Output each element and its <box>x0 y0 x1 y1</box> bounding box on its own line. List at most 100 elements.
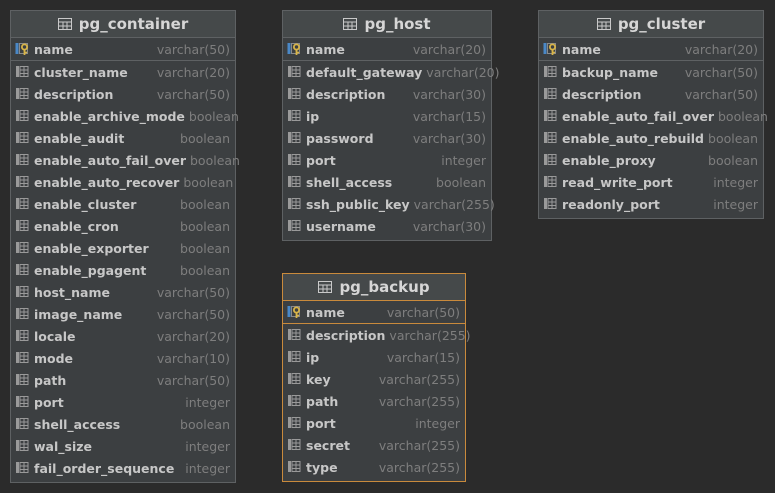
column-icon <box>287 460 302 474</box>
primary-key-icon <box>287 42 302 56</box>
column-name: description <box>34 86 114 102</box>
column-icon <box>287 131 302 145</box>
column-icon <box>543 197 558 211</box>
column-icon <box>15 373 30 387</box>
column-name: backup_name <box>562 64 659 80</box>
column-name: enable_proxy <box>562 152 656 168</box>
column-icon <box>287 109 302 123</box>
column-name: mode <box>34 350 74 366</box>
column-name: read_write_port <box>562 174 673 190</box>
column-type: varchar(50) <box>156 86 230 102</box>
column-name: enable_auto_fail_over <box>34 152 186 168</box>
column-type: boolean <box>180 416 230 432</box>
column-icon <box>287 197 302 211</box>
column-name: enable_auto_fail_over <box>562 108 714 124</box>
column-name: image_name <box>34 306 123 322</box>
column-icon <box>15 351 30 365</box>
column-type: integer <box>713 174 758 190</box>
column-icon <box>15 439 30 453</box>
table-header[interactable]: pg_backup <box>283 274 465 301</box>
column-icon <box>15 219 30 233</box>
column-type: boolean <box>180 130 230 146</box>
primary-key-icon <box>543 42 558 56</box>
table-header[interactable]: pg_cluster <box>539 11 763 38</box>
column-type: boolean <box>708 130 758 146</box>
column-name: password <box>306 130 374 146</box>
column-row[interactable]: description varchar(50) <box>11 83 235 105</box>
table-icon <box>596 18 611 30</box>
column-name: enable_cluster <box>34 196 137 212</box>
column-name: enable_auto_recover <box>34 174 180 190</box>
column-row[interactable]: backup_name varchar(50) <box>539 61 763 83</box>
column-icon <box>15 197 30 211</box>
column-type: varchar(50) <box>684 64 758 80</box>
column-name: locale <box>34 328 76 344</box>
column-name: ssh_public_key <box>306 196 410 212</box>
column-name: cluster_name <box>34 64 128 80</box>
column-icon <box>287 65 302 79</box>
column-icon <box>287 394 302 408</box>
column-type: boolean <box>180 262 230 278</box>
column-icon <box>287 153 302 167</box>
primary-key-icon <box>15 42 30 56</box>
column-name: name <box>306 304 345 320</box>
column-icon <box>287 438 302 452</box>
column-row[interactable]: read_write_port integer <box>539 171 763 193</box>
column-name: shell_access <box>306 174 393 190</box>
column-row[interactable]: password varchar(30) <box>283 127 491 149</box>
column-type: boolean <box>180 240 230 256</box>
column-type: boolean <box>718 108 768 124</box>
column-type: varchar(30) <box>412 130 486 146</box>
column-icon <box>287 416 302 430</box>
column-name: type <box>306 459 338 475</box>
column-icon <box>15 87 30 101</box>
table-header[interactable]: pg_host <box>283 11 491 38</box>
table-header[interactable]: pg_container <box>11 11 235 38</box>
